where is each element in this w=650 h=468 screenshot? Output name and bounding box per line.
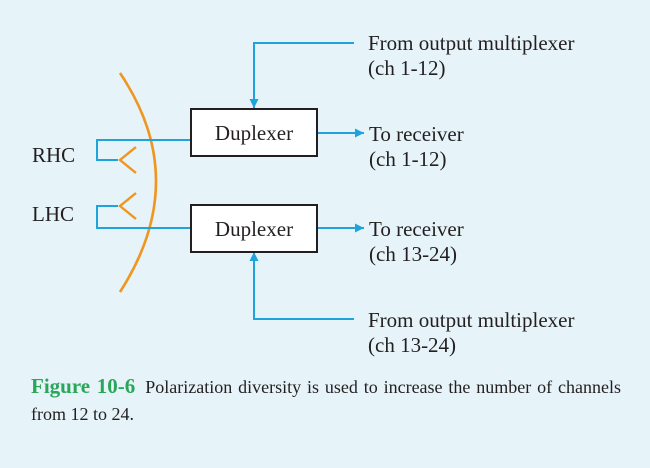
duplexer-top-label: Duplexer [215,121,293,145]
top-input-label-line2: (ch 1-12) [368,56,446,80]
caption-text: Polarization diversity is used to increa… [31,377,621,425]
top-output-label-line1: To receiver [369,122,464,146]
bottom-input-label-line1: From output multiplexer [368,308,574,332]
top-output-label-line2: (ch 1-12) [369,147,447,171]
reflector-arc [118,72,158,293]
lhc-label: LHC [32,202,74,226]
rhc-feed-line [96,139,191,161]
bottom-input-label-line2: (ch 13-24) [368,333,456,357]
lhc-feed-line [96,205,191,229]
duplexer-top-box [190,108,318,157]
rhc-feed-horn [118,146,137,174]
lhc-feed-horn [118,192,137,220]
top-input-label-line1: From output multiplexer [368,31,574,55]
top-input-line [249,42,354,108]
figure-label: Figure 10-6 [31,374,136,398]
polarization-diversity-diagram: Duplexer Duplexer RHC LHC From output mu… [32,31,574,357]
duplexer-bottom-label: Duplexer [215,217,293,241]
bottom-output-label-line2: (ch 13-24) [369,242,457,266]
duplexer-bottom-box [190,204,318,253]
bottom-input-line [249,252,354,320]
rhc-label: RHC [32,143,75,167]
bottom-output-label-line1: To receiver [369,217,464,241]
